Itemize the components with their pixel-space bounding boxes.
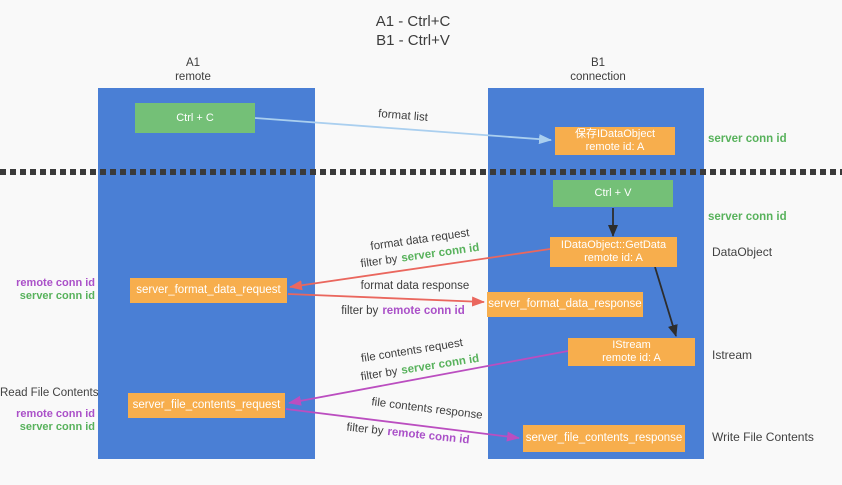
lane-left-name: A1 [185, 57, 201, 69]
lane-header-right: B1 connection [538, 56, 658, 84]
filter-by-text-4: filter by [345, 421, 385, 438]
lane-right-name: B1 [590, 57, 606, 69]
lane-left-role: remote [175, 71, 211, 83]
server-conn-id-right-mid: server conn id [708, 211, 787, 223]
server-file-contents-response-label: server_file_contents_response [525, 432, 683, 444]
node-ctrl-v: Ctrl + V [553, 180, 673, 207]
lane-header-left: A1 remote [133, 56, 253, 84]
remote-conn-id-text-2: remote conn id [386, 425, 471, 447]
node-save-idataobject: 保存IDataObject remote id: A [555, 127, 675, 155]
server-format-data-response-label: server_format_data_response [488, 298, 642, 310]
server-conn-id-left-1: server conn id [19, 290, 95, 302]
lane-right-role: connection [570, 71, 626, 83]
node-idataobject-getdata: IDataObject::GetData remote id: A [550, 237, 677, 267]
server-conn-id-left-2: server conn id [19, 421, 95, 433]
dataobject-side-label: DataObject [712, 245, 773, 259]
file-contents-response-label: file contents response [370, 396, 484, 422]
server-format-data-request-label: server_format_data_request [136, 284, 281, 296]
read-file-contents-label: Read File Contents [0, 387, 99, 399]
getdata-line2: remote id: A [584, 252, 643, 264]
save-idataobject-line2: remote id: A [585, 141, 645, 153]
remote-conn-id-text-1: remote conn id [382, 305, 465, 317]
node-istream: IStream remote id: A [568, 338, 695, 366]
format-data-response-arrow [287, 293, 485, 307]
getdata-line1: IDataObject::GetData [560, 239, 667, 251]
title-line-1: A1 - Ctrl+C [375, 13, 451, 30]
save-idataobject-line1: 保存IDataObject [574, 128, 656, 140]
node-server-file-contents-request: server_file_contents_request [128, 393, 285, 418]
filter-by-text-1: filter by [359, 253, 399, 271]
remote-conn-id-left-2: remote conn id [16, 408, 95, 420]
format-list-label: format list [377, 108, 429, 124]
write-file-contents-label: Write File Contents [712, 430, 814, 444]
diagram-title: A1 - Ctrl+C B1 - Ctrl+V [0, 12, 826, 50]
node-ctrl-c: Ctrl + C [135, 103, 255, 133]
node-server-format-data-request: server_format_data_request [130, 278, 287, 303]
ctrl-c-label: Ctrl + C [176, 111, 214, 124]
title-line-2: B1 - Ctrl+V [376, 32, 450, 49]
node-server-format-data-response: server_format_data_response [487, 292, 643, 317]
istream-line2: remote id: A [602, 352, 661, 364]
remote-conn-id-left-1: remote conn id [16, 277, 95, 289]
dotted-separator [0, 169, 842, 175]
format-data-response-label: format data response [360, 280, 470, 292]
ctrl-v-label: Ctrl + V [594, 187, 632, 199]
node-server-file-contents-response: server_file_contents_response [523, 425, 685, 452]
filter-by-text-3: filter by [359, 365, 399, 384]
istream-line1: IStream [612, 339, 651, 351]
istream-side-label: Istream [712, 348, 753, 362]
filter-by-text-2: filter by [341, 305, 379, 317]
server-file-contents-request-label: server_file_contents_request [132, 399, 281, 411]
server-conn-id-right-top: server conn id [708, 133, 787, 145]
